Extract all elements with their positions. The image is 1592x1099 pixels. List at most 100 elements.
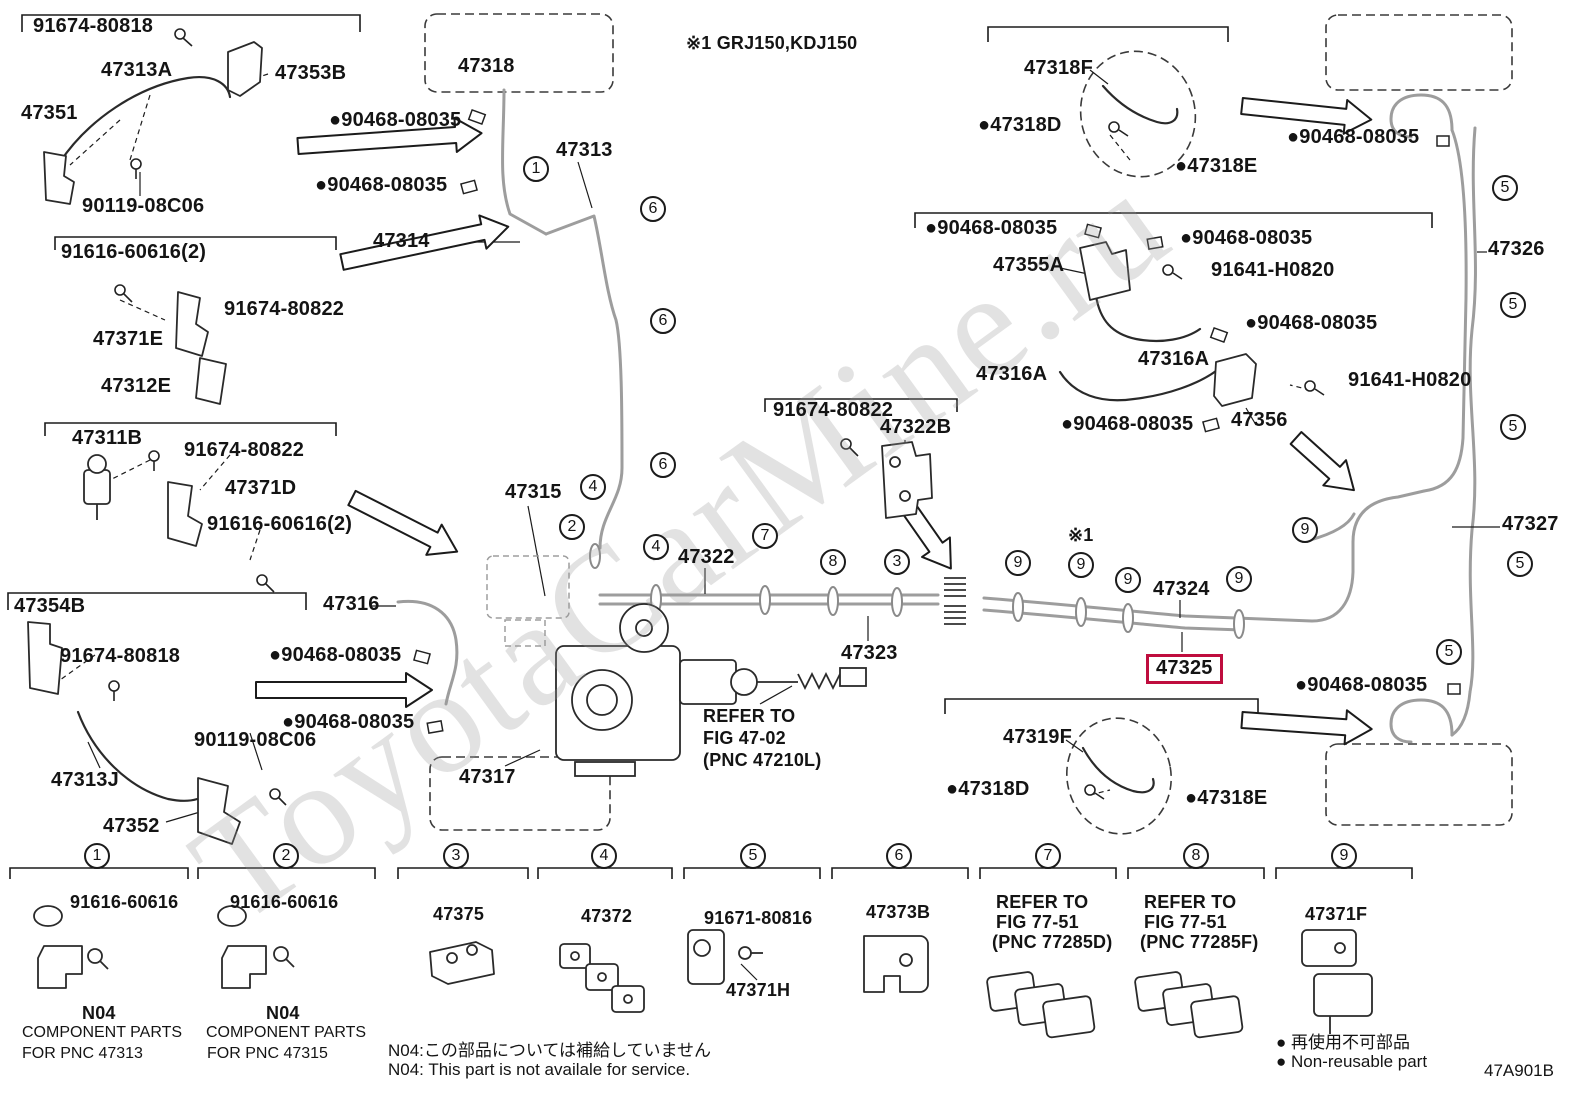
callout-circle-9b: 9 (1068, 552, 1094, 578)
callout-circle-6a: 6 (640, 196, 666, 222)
part-label-90468-08035-4[interactable]: ●90468-08035 (282, 711, 415, 733)
callout-circle-4b: 4 (643, 534, 669, 560)
group-abs-bracket-ghost (486, 555, 570, 647)
part-label-91674-80822-1[interactable]: 91674-80822 (224, 298, 345, 320)
legend-9-part[interactable]: 47371F (1305, 904, 1368, 924)
part-label-47318f[interactable]: 47318F (1024, 57, 1094, 79)
part-label-47322[interactable]: 47322 (678, 546, 735, 568)
part-label-47312e[interactable]: 47312E (101, 375, 172, 397)
note-nonreusable-jp: ● 再使用不可部品 (1276, 1033, 1410, 1052)
part-label-47353b[interactable]: 47353B (275, 62, 347, 84)
part-label-47325-highlighted[interactable]: 47325 (1146, 654, 1223, 684)
refer-abs-line3: (PNC 47210L) (703, 750, 822, 770)
part-label-90119-08c06-1[interactable]: 90119-08C06 (82, 195, 205, 217)
legend-8-line1: REFER TO (1144, 892, 1237, 912)
part-label-47313a[interactable]: 47313A (101, 59, 173, 81)
part-label-90468-08035-2[interactable]: ●90468-08035 (315, 174, 448, 196)
part-label-47316a-1[interactable]: 47316A (1138, 348, 1210, 370)
part-label-90468-08035-9[interactable]: ●90468-08035 (1061, 413, 1194, 435)
legend-2-part[interactable]: 91616-60616 (230, 892, 339, 912)
note-nonreusable-en: ● Non-reusable part (1276, 1052, 1428, 1071)
legend-callout-7: 7 (1035, 843, 1061, 869)
part-label-47315[interactable]: 47315 (505, 481, 562, 503)
part-label-47371e[interactable]: 47371E (93, 328, 164, 350)
part-label-47311b[interactable]: 47311B (72, 427, 143, 449)
legend-2-caption1: COMPONENT PARTS (206, 1024, 367, 1041)
legend-2-caption2: FOR PNC 47315 (207, 1045, 328, 1062)
note-n04-en: N04: This part is not availale for servi… (388, 1060, 691, 1079)
legend-callout-4: 4 (591, 843, 617, 869)
part-label-90119-08c06-2[interactable]: 90119-08C06 (194, 729, 317, 751)
part-label-90468-08035-7[interactable]: ●90468-08035 (1180, 227, 1313, 249)
part-label-47326[interactable]: 47326 (1488, 238, 1545, 260)
part-label-90468-08035-5[interactable]: ●90468-08035 (1287, 126, 1420, 148)
diagram-code: 47A901B (1484, 1061, 1554, 1080)
part-label-90468-08035-6[interactable]: ●90468-08035 (925, 217, 1058, 239)
part-label-47319f[interactable]: 47319F (1003, 726, 1073, 748)
callout-circle-5b: 5 (1500, 292, 1526, 318)
part-label-90468-08035-10[interactable]: ●90468-08035 (1295, 674, 1428, 696)
part-label-47318e-2[interactable]: ●47318E (1185, 787, 1268, 809)
callout-circle-5a: 5 (1492, 175, 1518, 201)
legend-1-part[interactable]: 91616-60616 (70, 892, 179, 912)
part-label-90468-08035-3[interactable]: ●90468-08035 (269, 644, 402, 666)
part-label-47317[interactable]: 47317 (459, 766, 516, 788)
callout-circle-1: 1 (523, 156, 549, 182)
legend-7-line1: REFER TO (996, 892, 1089, 912)
part-label-47313[interactable]: 47313 (556, 139, 613, 161)
part-label-91674-80822-3[interactable]: 91674-80822 (773, 399, 894, 421)
part-label-47327[interactable]: 47327 (1502, 513, 1559, 535)
part-label-47355a[interactable]: 47355A (993, 254, 1065, 276)
legend-7-line3: (PNC 77285D) (992, 932, 1113, 952)
legend-callout-1: 1 (84, 843, 110, 869)
callout-circle-8: 8 (820, 549, 846, 575)
part-label-47318e-1[interactable]: ●47318E (1175, 155, 1258, 177)
legend-1-caption1: COMPONENT PARTS (22, 1024, 183, 1041)
part-label-47322b[interactable]: 47322B (880, 416, 952, 438)
part-label-90468-08035-1[interactable]: ●90468-08035 (329, 109, 462, 131)
part-label-90468-08035-8[interactable]: ●90468-08035 (1245, 312, 1378, 334)
legend-5-part2[interactable]: 47371H (726, 980, 791, 1000)
legend-4-part[interactable]: 47372 (581, 906, 633, 926)
part-label-47371d[interactable]: 47371D (225, 477, 297, 499)
legend-3-part[interactable]: 47375 (433, 904, 485, 924)
legend-8-line2: FIG 77-51 (1144, 912, 1227, 932)
part-label-91674-80818-2[interactable]: 91674-80818 (60, 645, 181, 667)
part-label-47316a-2[interactable]: 47316A (976, 363, 1048, 385)
part-label-47316[interactable]: 47316 (323, 593, 380, 615)
part-label-47324[interactable]: 47324 (1153, 578, 1210, 600)
part-label-47313j[interactable]: 47313J (51, 769, 119, 791)
part-label-47356[interactable]: 47356 (1231, 409, 1288, 431)
part-label-91641-h0820-1[interactable]: 91641-H0820 (1211, 259, 1335, 281)
callout-circle-3: 3 (884, 549, 910, 575)
part-label-91641-h0820-2[interactable]: 91641-H0820 (1348, 369, 1472, 391)
legend-2-note: N04 (266, 1003, 300, 1023)
part-label-91674-80822-2[interactable]: 91674-80822 (184, 439, 305, 461)
part-label-47352[interactable]: 47352 (103, 815, 160, 837)
callout-circle-9c: 9 (1115, 567, 1141, 593)
part-label-47314[interactable]: 47314 (373, 230, 430, 252)
part-label-91674-80818-1[interactable]: 91674-80818 (33, 15, 154, 37)
callout-circle-4a: 4 (580, 474, 606, 500)
legend-6-part[interactable]: 47373B (866, 902, 931, 922)
part-label-47354b[interactable]: 47354B (14, 595, 86, 617)
callout-circle-9d: 9 (1226, 566, 1252, 592)
part-label-47323[interactable]: 47323 (841, 642, 898, 664)
part-label-47318[interactable]: 47318 (458, 55, 515, 77)
part-label-47351[interactable]: 47351 (21, 102, 78, 124)
legend-1-caption2: FOR PNC 47313 (22, 1045, 143, 1062)
callout-circle-7: 7 (752, 523, 778, 549)
legend-8-line3: (PNC 77285F) (1140, 932, 1259, 952)
callout-circle-5e: 5 (1436, 639, 1462, 665)
part-label-91616-60616-1[interactable]: 91616-60616(2) (61, 241, 207, 263)
callout-circle-2: 2 (559, 514, 585, 540)
legend-5-part[interactable]: 91671-80816 (704, 908, 813, 928)
legend-callout-9: 9 (1331, 843, 1357, 869)
part-label-91616-60616-2[interactable]: 91616-60616(2) (207, 513, 353, 535)
group-joints (944, 577, 966, 625)
part-label-47318d-1[interactable]: ●47318D (978, 114, 1062, 136)
callout-circle-5c: 5 (1500, 414, 1526, 440)
part-label-47318d-2[interactable]: ●47318D (946, 778, 1030, 800)
